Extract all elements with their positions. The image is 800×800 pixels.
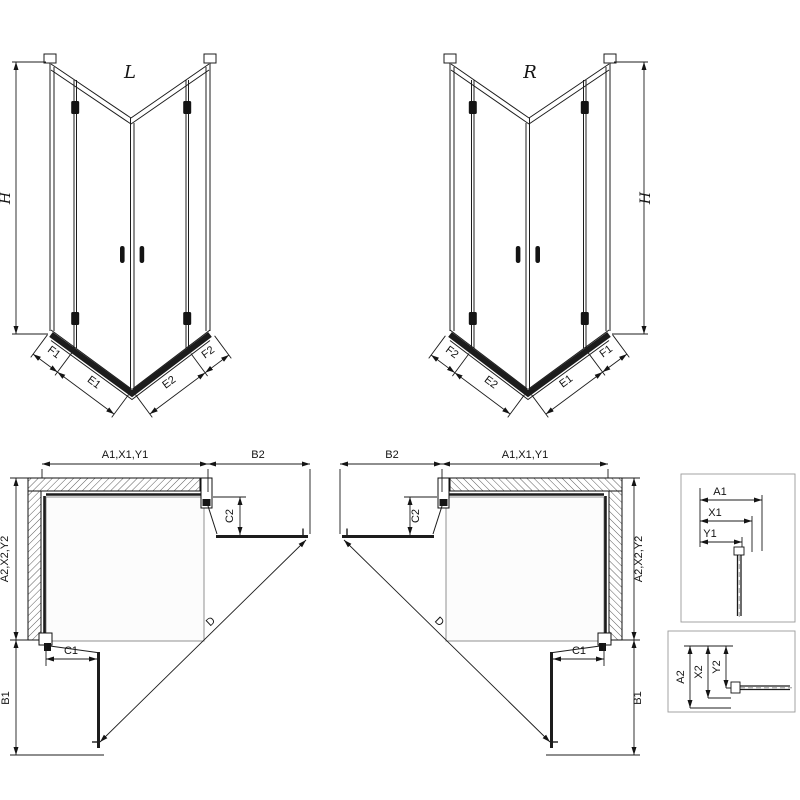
- dim-label-d-planl: D: [204, 615, 218, 629]
- plan-left-drawing: [10, 464, 310, 755]
- dim-label-a2-detail: A2: [675, 670, 687, 683]
- dim-label-a2x2y2-planl: A2,X2,Y2: [0, 536, 11, 582]
- dim-label-c1-planr: C1: [572, 645, 586, 657]
- iso-right-shower-drawing: [429, 54, 648, 417]
- dim-label-a1x1y1-planr: A1,X1,Y1: [502, 449, 548, 461]
- dim-label-f1-right: F1: [597, 343, 614, 360]
- dim-label-c1-planl: C1: [64, 645, 78, 657]
- dim-label-a1x1y1-planl: A1,X1,Y1: [102, 449, 148, 461]
- detail-profile-top-box: [680, 473, 796, 623]
- dim-label-e1-right: E1: [557, 373, 575, 391]
- dim-label-y2-detail: Y2: [711, 660, 723, 673]
- detail-bottom-labels: A2 X2 Y2: [675, 660, 723, 683]
- iso-left-shower-drawing: [12, 54, 231, 417]
- dim-label-x1-detail: X1: [708, 507, 721, 519]
- dim-label-b1-planl: B1: [0, 691, 12, 704]
- detail-profile-bottom-box: [667, 630, 796, 713]
- dim-label-b2-planl: B2: [251, 449, 264, 461]
- dim-label-b2-planr: B2: [385, 449, 398, 461]
- dim-label-y1-detail: Y1: [703, 528, 716, 540]
- dim-label-h-right: H: [638, 191, 654, 205]
- dim-label-c2-planr: C2: [410, 509, 422, 523]
- dim-label-h-left: H: [0, 191, 14, 205]
- dim-label-c2-planl: C2: [224, 509, 236, 523]
- variant-label-right: R: [522, 62, 537, 83]
- plan-right-drawing: [340, 464, 640, 755]
- plan-left-labels: A1,X1,Y1 B2 C2 A2,X2,Y2 C1 B1 D: [0, 449, 265, 705]
- variant-label-left: L: [123, 62, 136, 83]
- detail-top-labels: A1 X1 Y1: [703, 486, 726, 540]
- dim-label-a2x2y2-planr: A2,X2,Y2: [633, 536, 645, 582]
- dim-label-b1-planr: B1: [632, 691, 644, 704]
- dim-label-a1-detail: A1: [713, 486, 726, 498]
- dim-label-d-planr: D: [432, 615, 446, 629]
- plan-right-labels: B2 A1,X1,Y1 C2 A2,X2,Y2 C1 B1 D: [385, 449, 645, 705]
- dim-label-x2-detail: X2: [693, 665, 705, 678]
